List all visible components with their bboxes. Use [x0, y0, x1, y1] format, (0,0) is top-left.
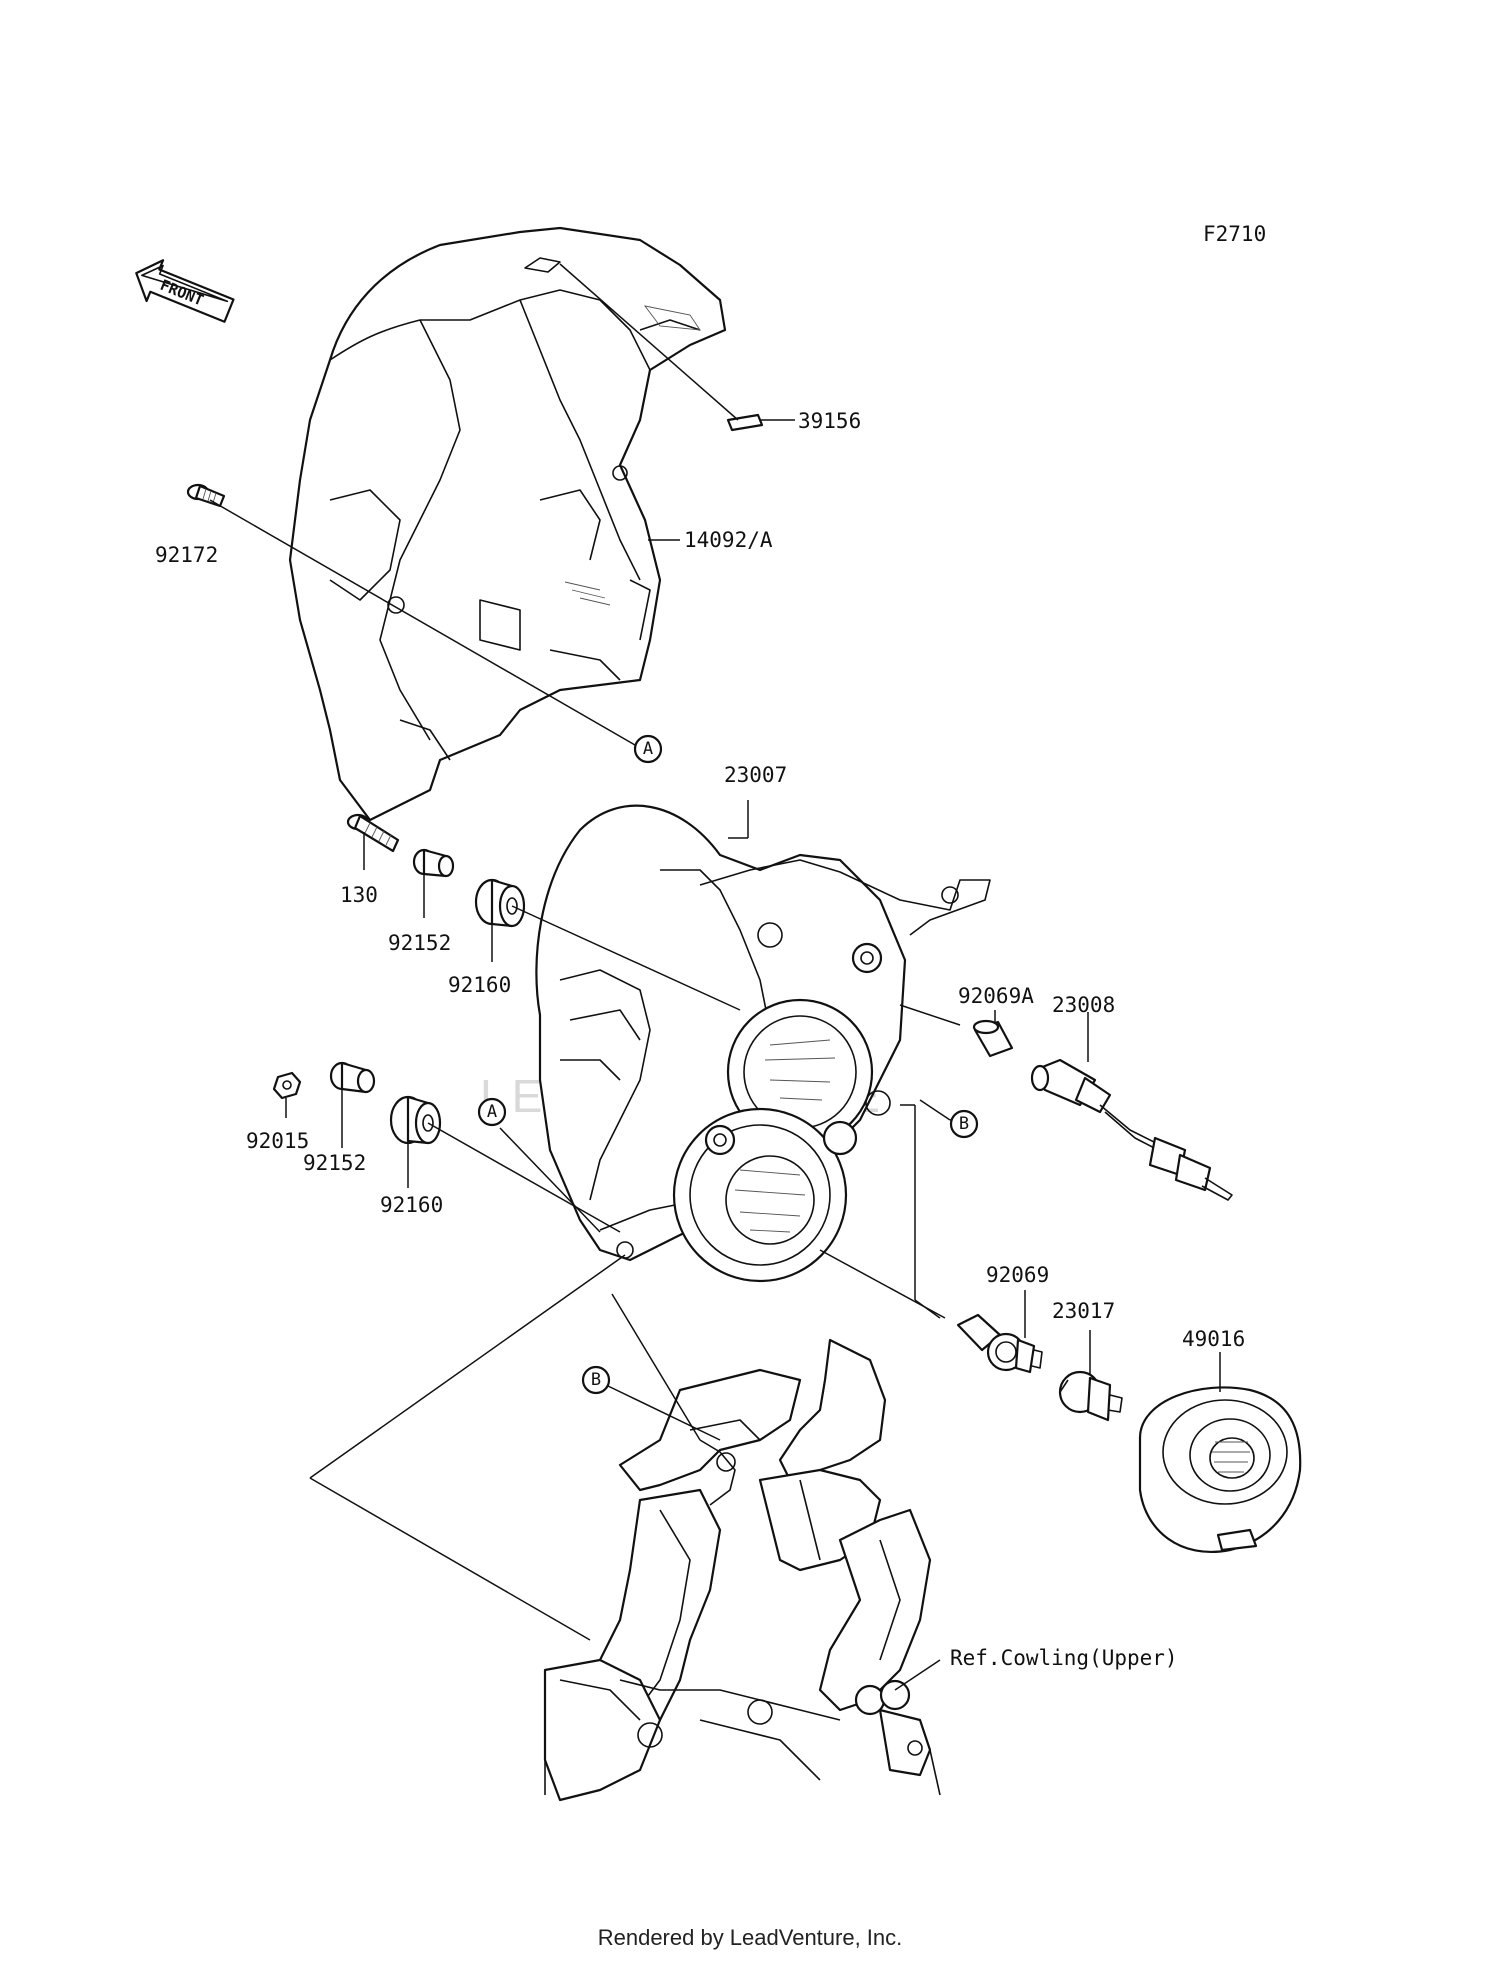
- callout-92160-upper: 92160: [448, 973, 511, 997]
- bolt-92172: [186, 483, 226, 508]
- bulb-92069: [956, 1313, 1043, 1374]
- reference-marker-b-bracket: B: [581, 1365, 611, 1395]
- callout-23017: 23017: [1052, 1299, 1115, 1323]
- callout-92015: 92015: [246, 1129, 309, 1153]
- nut-92015: [272, 1071, 302, 1100]
- frame-bracket: [543, 1338, 941, 1802]
- callout-92172: 92172: [155, 543, 218, 567]
- callout-14092A: 14092/A: [684, 528, 773, 552]
- front-arrow-icon: FRONT: [135, 259, 235, 323]
- rubber-boot-49016: [1138, 1386, 1302, 1553]
- callout-92069A: 92069A: [958, 984, 1034, 1008]
- callout-49016: 49016: [1182, 1327, 1245, 1351]
- reference-marker-b-right: B: [949, 1109, 979, 1139]
- leader-lines: [209, 263, 1221, 1691]
- headlight-cover-14092: [288, 226, 727, 822]
- reference-marker-a-upper: A: [633, 734, 663, 764]
- callout-92160-lower: 92160: [380, 1193, 443, 1217]
- callout-92069: 92069: [986, 1263, 1049, 1287]
- callout-23008: 23008: [1052, 993, 1115, 1017]
- grommet-92160-lower: [389, 1095, 442, 1145]
- callout-ref-cowling-upper: Ref.Cowling(Upper): [950, 1646, 1178, 1670]
- adjuster-gear-upper: [851, 942, 883, 974]
- socket-harness-23008: [1030, 1058, 1233, 1201]
- collar-92152-upper: [412, 848, 455, 878]
- footer-credit: Rendered by LeadVenture, Inc.: [598, 1925, 903, 1950]
- collar-92152-lower: [329, 1061, 376, 1094]
- callout-39156: 39156: [798, 409, 861, 433]
- figure-code: F2710: [1203, 222, 1266, 246]
- svg-text:B: B: [959, 1114, 969, 1134]
- bolt-130: [346, 813, 400, 853]
- callout-92152-lower: 92152: [303, 1151, 366, 1175]
- headlight-assembly-23007: [535, 804, 991, 1283]
- bulb-92069A: [972, 1019, 1014, 1058]
- reference-marker-a-lower: A: [477, 1097, 507, 1127]
- adjuster-gear-lower: [704, 1124, 736, 1156]
- grommet-92160-upper: [474, 878, 526, 928]
- svg-text:B: B: [591, 1370, 601, 1390]
- svg-text:A: A: [643, 739, 653, 759]
- svg-text:A: A: [487, 1102, 497, 1122]
- callout-92152-upper: 92152: [388, 931, 451, 955]
- callout-130: 130: [340, 883, 378, 907]
- socket-23017: [1058, 1370, 1123, 1422]
- callout-23007: 23007: [724, 763, 787, 787]
- part-39156: [726, 413, 764, 432]
